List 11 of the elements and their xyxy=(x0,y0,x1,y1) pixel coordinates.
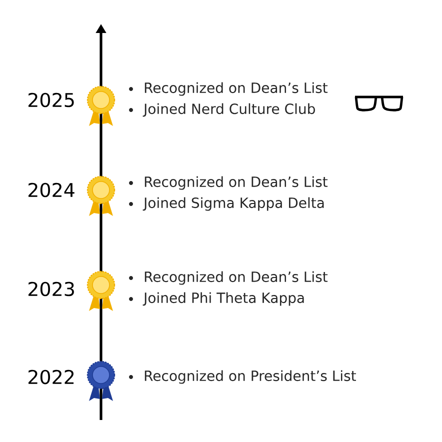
year-label: 2025 xyxy=(28,92,74,108)
list-item: Recognized on Dean’s List xyxy=(144,176,328,190)
list-item: Joined Nerd Culture Club xyxy=(142,103,315,117)
list-item: Joined Phi Theta Kappa xyxy=(142,292,304,306)
list-item: Recognized on Dean’s List xyxy=(144,271,328,285)
year-label: 2022 xyxy=(28,370,74,384)
list-item: Recognized on President’s List xyxy=(144,370,356,384)
list-item: Joined Sigma Kappa Delta xyxy=(142,197,324,211)
year-label: 2024 xyxy=(28,182,74,198)
year-label: 2023 xyxy=(28,282,74,296)
list-item: Recognized on Dean’s List xyxy=(144,82,328,96)
